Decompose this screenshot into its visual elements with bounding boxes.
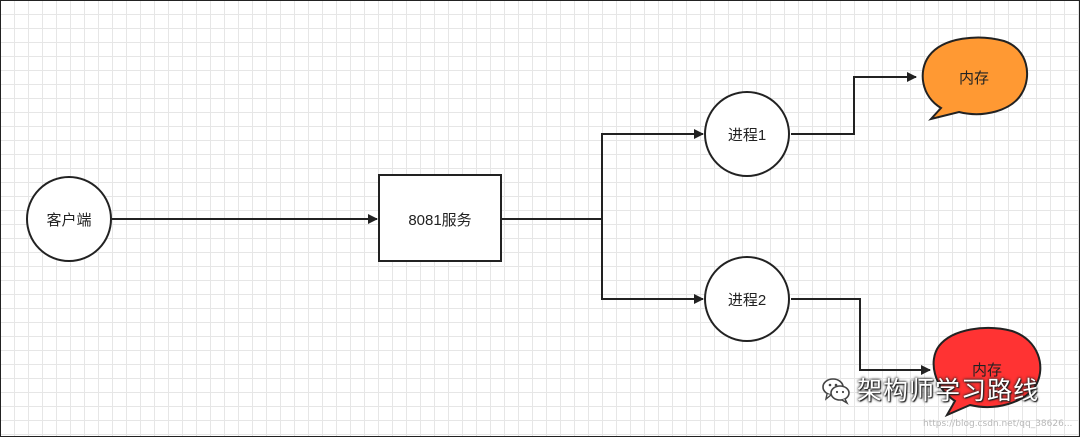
node-memory2[interactable]: 内存 (932, 326, 1042, 418)
edge-service-process2 (601, 219, 704, 304)
watermark: 架构师学习路线 (821, 371, 1071, 411)
node-client-label: 客户端 (46, 212, 91, 229)
edge-service-process1 (501, 129, 704, 220)
node-service[interactable]: 8081服务 (378, 174, 502, 262)
node-process2[interactable]: 进程2 (704, 256, 790, 342)
node-process1[interactable]: 进程1 (704, 91, 790, 177)
memory1-bubble (921, 36, 1029, 121)
node-memory1-label: 内存 (959, 70, 989, 87)
memory2-bubble (932, 326, 1042, 418)
watermark-url: https://blog.csdn.net/qq_38626... (923, 419, 1073, 429)
node-process1-label: 进程1 (728, 127, 766, 144)
wechat-icon (822, 378, 850, 405)
node-memory1[interactable]: 内存 (921, 36, 1029, 121)
node-process2-label: 进程2 (728, 292, 766, 309)
node-memory2-label: 内存 (972, 362, 1002, 379)
node-client[interactable]: 客户端 (26, 176, 112, 262)
edge-process2-memory2 (791, 298, 931, 375)
watermark-text: 架构师学习路线 (857, 376, 1040, 405)
edge-process1-memory1 (791, 72, 917, 135)
node-service-label: 8081服务 (408, 212, 471, 229)
